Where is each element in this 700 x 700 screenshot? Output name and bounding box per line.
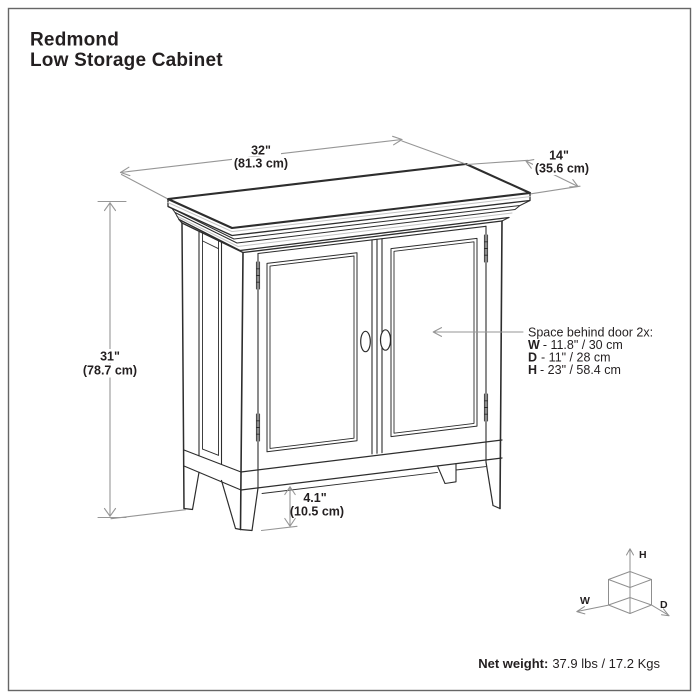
right-front-edge	[499, 220, 503, 510]
hinge-icon	[483, 393, 489, 422]
callout-d-value: - 11" / 28 cm	[541, 351, 611, 365]
width-cm-label: (81.3 cm)	[234, 157, 288, 171]
front-left-leg	[220, 479, 259, 532]
axis-w-label: W	[580, 595, 590, 607]
door-hinges	[255, 234, 489, 442]
callout-w-value: - 11.8" / 30 cm	[543, 338, 623, 352]
callout-d-key: D	[528, 351, 537, 365]
height-cm-label: (78.7 cm)	[83, 364, 137, 378]
svg-text:W- 11.8" / 30 cm: W- 11.8" / 30 cm	[528, 338, 623, 352]
width-inches-label: 32"	[251, 144, 271, 158]
side-stretcher	[183, 449, 242, 491]
right-door-panel	[390, 237, 478, 438]
depth-dimension: 14" (35.6 cm)	[466, 148, 591, 195]
height-dimension: 31" (78.7 cm)	[80, 200, 187, 520]
callout-heading: Space behind door 2x:	[528, 326, 653, 340]
hinge-icon	[255, 261, 261, 290]
leg-inches-label: 4.1"	[303, 491, 326, 505]
back-left-leg	[183, 471, 200, 511]
left-side-panel	[181, 222, 242, 510]
axis-d-label: D	[660, 599, 668, 611]
hinge-icon	[255, 413, 261, 442]
net-weight: Net weight: 37.9 lbs / 17.2 Kgs	[478, 656, 660, 671]
body-top-edge	[178, 218, 503, 254]
back-right-leg	[436, 463, 457, 485]
left-door-knob	[360, 330, 371, 353]
arrow-left-icon	[432, 327, 443, 337]
net-weight-label: Net weight:	[478, 656, 548, 671]
net-weight-value: 37.9 lbs / 17.2 Kgs	[552, 656, 660, 671]
left-front-edge	[239, 251, 244, 531]
legs	[183, 461, 501, 532]
width-dimension: 32" (81.3 cm)	[119, 135, 467, 200]
title-line-1: Redmond	[30, 30, 119, 51]
svg-text:D- 11" / 28 cm: D - 11" / 28 cm	[528, 351, 611, 365]
page-border	[7, 7, 692, 692]
left-door-panel	[266, 252, 358, 453]
title-line-2: Low Storage Cabinet	[30, 50, 223, 71]
hinge-icon	[483, 234, 489, 263]
cabinet-top	[166, 162, 532, 230]
cabinet-drawing	[166, 162, 532, 532]
space-behind-door-callout: Space behind door 2x: W- 11.8" / 30 cm D…	[432, 326, 653, 377]
depth-cm-label: (35.6 cm)	[535, 162, 589, 176]
bottom-rail	[240, 439, 503, 494]
svg-text:H- 23" / 58.4 cm: H- 23" / 58.4 cm	[528, 363, 621, 377]
right-door-knob	[379, 329, 392, 351]
height-inches-label: 31"	[100, 350, 120, 364]
leg-cm-label: (10.5 cm)	[290, 505, 344, 519]
door-gap	[371, 238, 383, 455]
page-title: Redmond Low Storage Cabinet	[30, 30, 223, 72]
callout-w-key: W	[528, 338, 540, 352]
callout-h-value: - 23" / 58.4 cm	[540, 363, 621, 377]
crown-molding	[167, 200, 531, 254]
axis-h-label: H	[639, 549, 647, 561]
front-face	[239, 220, 503, 531]
orientation-cube-icon: H W D	[576, 548, 670, 617]
depth-inches-label: 14"	[549, 149, 569, 163]
leg-clearance-dimension: 4.1" (10.5 cm)	[260, 486, 344, 532]
front-right-leg	[485, 461, 501, 510]
callout-h-key: H	[528, 363, 537, 377]
